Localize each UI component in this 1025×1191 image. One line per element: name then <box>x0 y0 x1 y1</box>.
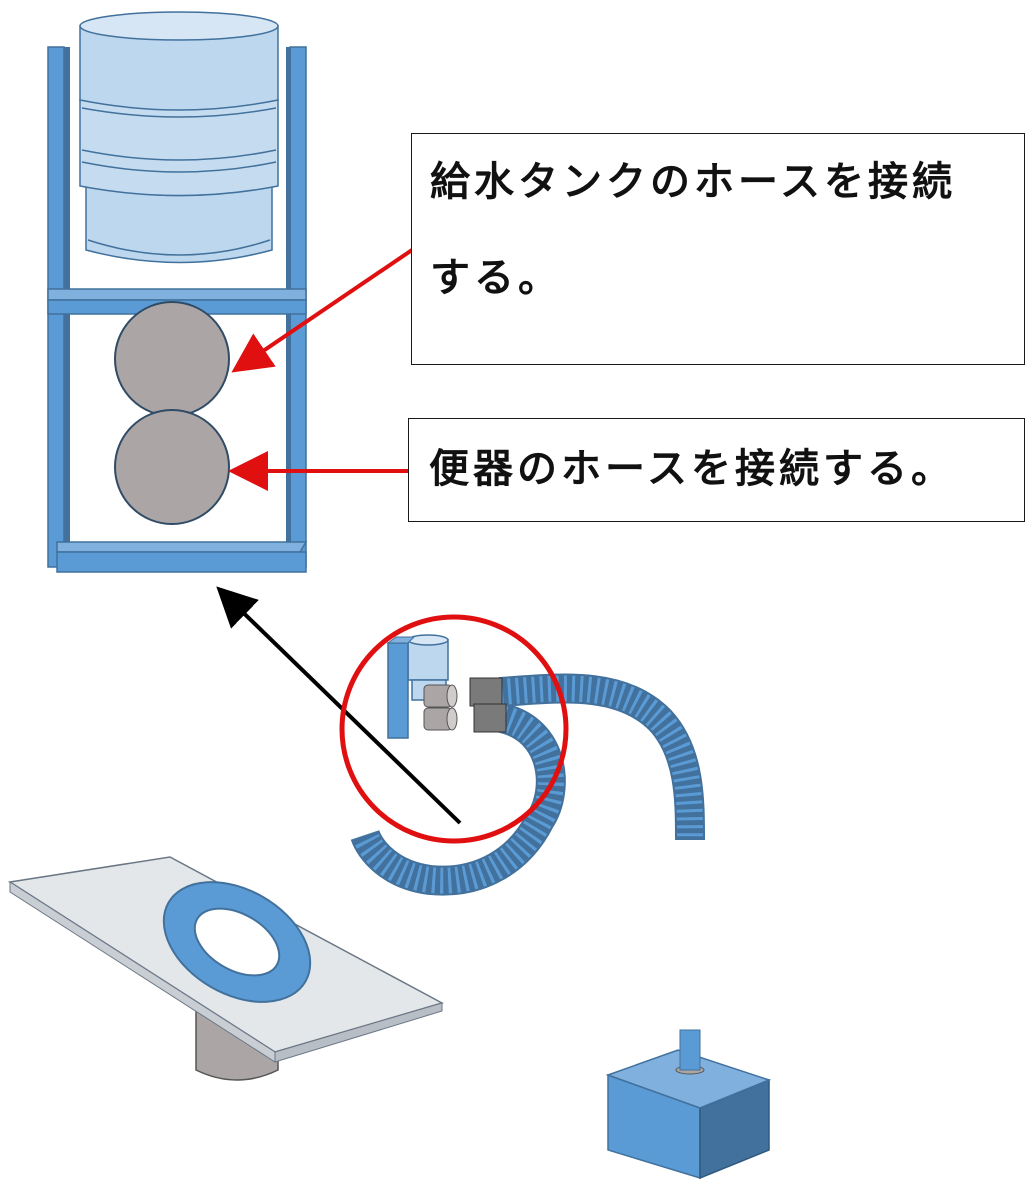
toilet-hose-label: 便器のホースを接続する。 <box>429 446 955 492</box>
highlight-circle <box>339 614 569 844</box>
tank-hose-port <box>114 301 230 417</box>
tank-hose-label-line1: 給水タンクのホースを接続 <box>430 159 956 205</box>
toilet-ring-icon <box>162 881 312 1003</box>
tank-hose-label-line2: する。 <box>430 255 562 301</box>
zoom-arrow <box>216 586 462 825</box>
water-tank-icon <box>79 11 279 264</box>
tank-hose-arrow <box>231 248 414 373</box>
mini-connector-assembly <box>386 634 458 739</box>
tank-hose-callout: 給水タンクのホースを接続 する。 <box>411 133 1025 365</box>
toilet-hose-port <box>114 409 230 525</box>
enlarged-connector-view <box>47 11 308 573</box>
corrugated-hose-icon <box>350 673 705 896</box>
waste-box-icon <box>605 1029 772 1180</box>
frame-bottom-crossbar <box>56 541 308 573</box>
toilet-hose-callout: 便器のホースを接続する。 <box>408 418 1025 522</box>
overview-scene <box>7 614 772 1180</box>
